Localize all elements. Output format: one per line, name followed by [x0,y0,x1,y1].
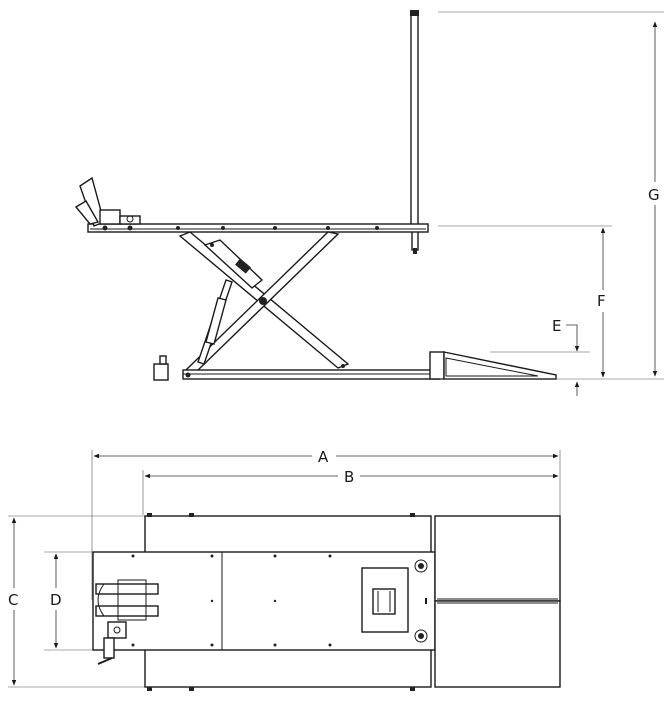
dimension-c: C [8,515,146,688]
label-c: C [8,591,18,609]
label-g: G [648,186,660,204]
platform-deck [87,223,429,233]
access-ramp [429,351,557,380]
label-e: E [552,317,561,335]
dimension-d: D [44,551,94,651]
label-b: B [344,468,354,486]
label-f: F [597,292,606,310]
vertical-post [410,10,419,254]
front-clamp-top [95,579,159,665]
front-wheel-clamp [74,176,141,227]
ramp-plates [434,515,561,688]
label-d: D [50,591,62,609]
dimension-e: E [490,317,590,396]
dimension-a: A [91,448,561,600]
side-elevation-view: G F E [74,10,664,396]
dimension-g: G [438,11,664,377]
dimension-b: B [142,468,559,515]
scissor-mechanism [178,231,350,373]
rear-panel [361,559,428,643]
label-a: A [318,448,329,466]
plan-view: A B C D [8,448,561,691]
dimension-f: F [438,225,664,380]
